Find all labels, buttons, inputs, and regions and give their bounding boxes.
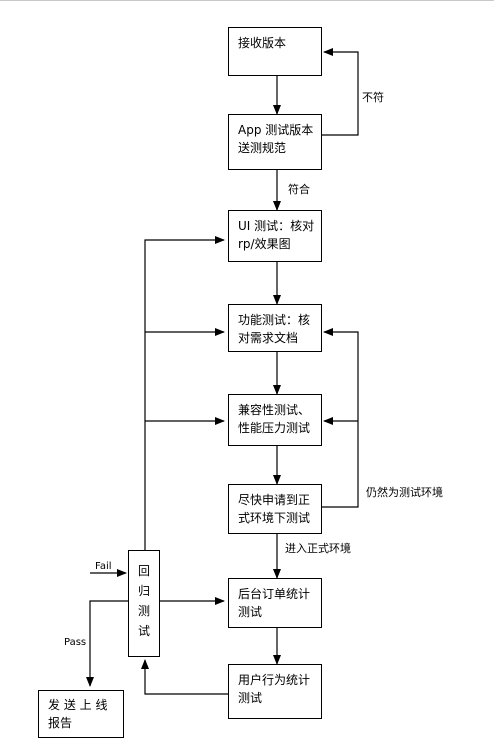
node-backend-test-label: 后台订单统计 测试 [238, 587, 311, 619]
arrow-still-test-env-loop [322, 328, 359, 508]
regression-char: 归 [137, 584, 150, 598]
arrow-regress-to-ui [144, 236, 225, 550]
node-regression: 回 归 测 试 [128, 550, 160, 657]
node-apply-prod-label: 尽快申请到正 式环境下测试 [238, 493, 311, 525]
node-ui-test-label: UI 测试：核对 rp/效果图 [238, 219, 315, 251]
node-compat-test: 兼容性测试、 性能压力测试 [228, 394, 322, 446]
node-submit: App 测试版本 送测规范 [228, 114, 322, 170]
regression-char: 测 [137, 604, 150, 618]
regression-char: 试 [137, 624, 150, 638]
label-fail: Fail [95, 561, 112, 572]
node-backend-test: 后台订单统计 测试 [228, 578, 322, 628]
node-receive-label: 接收版本 [238, 36, 287, 50]
label-pass: Pass [64, 637, 87, 648]
node-ui-test: UI 测试：核对 rp/效果图 [228, 210, 322, 262]
label-still-test-env: 仍然为测试环境 [366, 486, 443, 499]
node-submit-label: App 测试版本 送测规范 [238, 123, 314, 155]
label-enter-prod: 进入正式环境 [285, 542, 351, 555]
node-receive: 接收版本 [228, 27, 322, 76]
label-not-match: 不符 [362, 91, 384, 104]
arrow-pass-to-report [86, 600, 128, 687]
arrow-not-match-loop [322, 48, 359, 136]
arrow-user-to-regress [141, 659, 228, 695]
node-compat-test-label: 兼容性测试、 性能压力测试 [238, 403, 311, 435]
node-func-test-label: 功能测试：核 对需求文档 [238, 313, 311, 345]
node-report: 发 送 上 线 报告 [38, 690, 124, 738]
node-user-test-label: 用户行为统计 测试 [238, 673, 311, 705]
regression-char: 回 [137, 564, 150, 578]
node-report-label: 发 送 上 线 报告 [48, 698, 108, 730]
label-match: 符合 [288, 183, 310, 196]
node-user-test: 用户行为统计 测试 [228, 664, 322, 719]
node-apply-prod: 尽快申请到正 式环境下测试 [228, 484, 322, 534]
node-func-test: 功能测试：核 对需求文档 [228, 304, 322, 352]
top-divider [0, 0, 494, 4]
